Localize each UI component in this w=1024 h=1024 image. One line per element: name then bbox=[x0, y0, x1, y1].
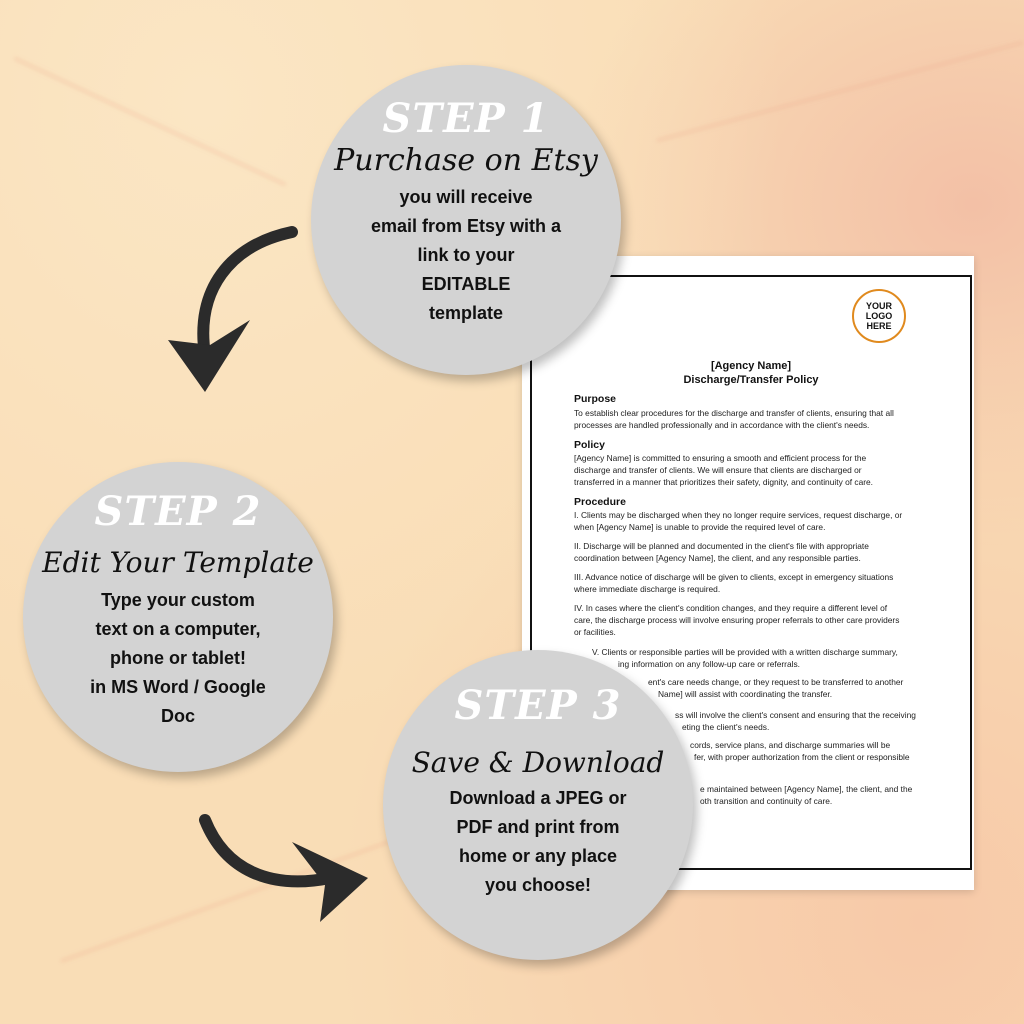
step-line: you will receive bbox=[399, 187, 533, 207]
step-line: text on a computer, bbox=[95, 619, 261, 639]
doc-line: II. Discharge will be planned and docume… bbox=[574, 541, 869, 551]
doc-line: cords, service plans, and discharge summ… bbox=[690, 740, 891, 750]
step-line: PDF and print from bbox=[456, 817, 620, 837]
doc-line: IV. In cases where the client's conditio… bbox=[574, 603, 888, 613]
logo-text: LOGO bbox=[865, 311, 893, 321]
step-line: EDITABLE bbox=[421, 274, 511, 294]
step-subtitle: Purchase on Etsy bbox=[334, 143, 598, 178]
doc-line: ss will involve the client's consent and… bbox=[675, 710, 916, 720]
step-3-circle: STEP 3 Save & Download Download a JPEG o… bbox=[383, 650, 693, 960]
doc-line: coordination between [Agency Name], the … bbox=[574, 553, 861, 563]
step-subtitle: Save & Download bbox=[411, 746, 665, 779]
doc-line: III. Advance notice of discharge will be… bbox=[574, 572, 894, 582]
doc-line: oth transition and continuity of care. bbox=[700, 796, 833, 806]
procedure-heading: Procedure bbox=[574, 496, 626, 508]
doc-line: eting the client's needs. bbox=[682, 722, 770, 732]
doc-line: Name] will assist with coordinating the … bbox=[658, 689, 833, 699]
step-subtitle: Edit Your Template bbox=[42, 546, 314, 579]
document-subtitle: Discharge/Transfer Policy bbox=[683, 374, 819, 386]
doc-line: ing information on any follow-up care or… bbox=[618, 659, 801, 669]
step-line: template bbox=[428, 303, 504, 323]
step-title: STEP 3 bbox=[454, 682, 622, 729]
doc-line: [Agency Name] is committed to ensuring a… bbox=[574, 453, 867, 463]
doc-line: transferred in a manner that prioritizes… bbox=[574, 477, 874, 487]
step-line: email from Etsy with a bbox=[370, 216, 562, 236]
step-line: Type your custom bbox=[101, 590, 255, 610]
doc-line: V. Clients or responsible parties will b… bbox=[592, 647, 898, 657]
purpose-heading: Purpose bbox=[574, 393, 617, 405]
logo-text: YOUR bbox=[865, 301, 892, 311]
step-title: STEP 1 bbox=[382, 95, 550, 142]
doc-line: or facilities. bbox=[574, 627, 616, 637]
step-line: link to your bbox=[417, 245, 515, 265]
document-title: [Agency Name] bbox=[710, 360, 792, 372]
step-line: you choose! bbox=[484, 875, 591, 895]
doc-line: when [Agency Name] is unable to provide … bbox=[574, 522, 826, 532]
doc-line: processes are handled professionally and… bbox=[574, 420, 870, 430]
doc-line: care, the discharge process will involve… bbox=[574, 615, 900, 625]
doc-line: e maintained between [Agency Name], the … bbox=[700, 784, 913, 794]
curved-arrow-icon bbox=[168, 226, 298, 392]
doc-line: I. Clients may be discharged when they n… bbox=[574, 510, 903, 520]
document-frame bbox=[530, 275, 972, 870]
doc-line: fer, with proper authorization from the … bbox=[694, 752, 910, 762]
step-2-circle: STEP 2 Edit Your Template Type your cust… bbox=[23, 462, 333, 772]
doc-line: To establish clear procedures for the di… bbox=[574, 408, 894, 418]
curved-arrow-icon bbox=[199, 814, 368, 922]
step-line: Doc bbox=[160, 706, 195, 726]
step-line: Download a JPEG or bbox=[449, 788, 627, 808]
step-1-circle: STEP 1 Purchase on Etsy you will receive… bbox=[311, 65, 621, 375]
doc-line: where immediate discharge is required. bbox=[574, 584, 721, 594]
logo-text: HERE bbox=[866, 321, 892, 331]
step-body: you will receive email from Etsy with a li… bbox=[311, 183, 621, 328]
doc-line: ent's care needs change, or they request… bbox=[648, 677, 904, 687]
step-body: Download a JPEG or PDF and print from home… bbox=[383, 784, 693, 900]
step-line: home or any place bbox=[458, 846, 618, 866]
policy-heading: Policy bbox=[574, 439, 605, 451]
step-line: phone or tablet! bbox=[110, 648, 246, 668]
step-line: in MS Word / Google bbox=[90, 677, 266, 697]
step-body: Type your custom text on a computer, phone… bbox=[23, 586, 333, 731]
step-title: STEP 2 bbox=[94, 488, 262, 535]
doc-line: discharge and transfer of clients. We wi… bbox=[574, 465, 862, 475]
